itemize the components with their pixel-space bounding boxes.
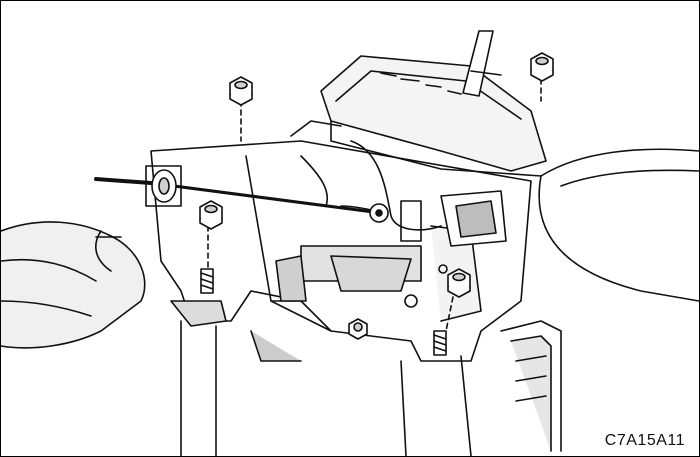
console-panel (500, 148, 699, 452)
shift-lever (462, 30, 502, 97)
shift-cable (94, 140, 442, 231)
stud-icon (433, 330, 447, 356)
stud-icon (200, 268, 214, 294)
nut-icon (348, 318, 368, 340)
nut-icon (229, 76, 253, 106)
nut-icon (447, 268, 471, 298)
shifter-housing (290, 55, 547, 177)
guide-line (445, 296, 454, 332)
nut-icon (199, 200, 223, 230)
mounting-bracket (150, 140, 532, 456)
alignment-guides (207, 78, 542, 332)
left-structure (1, 221, 146, 349)
nut-icon (530, 52, 554, 82)
figure-code: C7A15A11 (604, 432, 685, 449)
